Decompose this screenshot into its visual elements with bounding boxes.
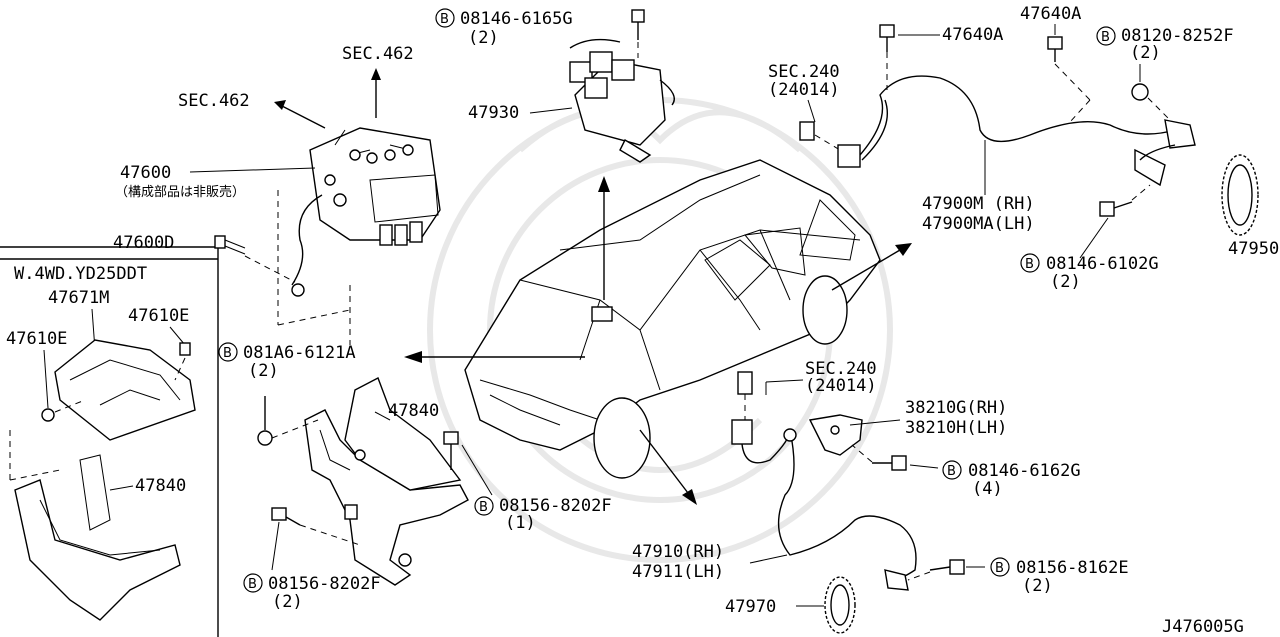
drawing-number: J476005G xyxy=(1162,617,1244,637)
label-38210H: 38210H(LH) xyxy=(905,418,1007,438)
label-08146-6102G: 08146-6102G xyxy=(1046,254,1159,274)
bolt-symbol-text: B xyxy=(1025,257,1034,272)
label-47900MA: 47900MA(LH) xyxy=(922,214,1035,234)
part-47840-inset-bracket xyxy=(14,454,181,621)
label-08120-8252F: 08120-8252F xyxy=(1121,26,1234,46)
label-081A6-6121A: 081A6-6121A xyxy=(243,343,356,363)
label-sec240-top: SEC.240 xyxy=(768,62,840,82)
vehicle-outline xyxy=(464,159,881,479)
label-sec462-left: SEC.462 xyxy=(178,91,250,111)
part-47910-sensor-head xyxy=(884,569,909,591)
bolt-symbol-text: B xyxy=(947,464,956,479)
bolt-symbol-text: B xyxy=(223,346,232,361)
bolt-symbol-text: B xyxy=(1101,30,1110,45)
bolt-47640A-right xyxy=(1047,36,1063,62)
bolt-symbol xyxy=(435,8,455,28)
label-08146-6102G-qty: (2) xyxy=(1050,272,1081,292)
label-08156-8202F-low: 08156-8202F xyxy=(268,574,381,594)
label-47610E-left: 47610E xyxy=(6,329,67,349)
label-47600D: 47600D xyxy=(113,233,174,253)
label-47671M: 47671M xyxy=(48,288,109,308)
bolt-47610E-right xyxy=(174,342,191,381)
label-38210G: 38210G(RH) xyxy=(905,398,1007,418)
bolt-08146-6102G xyxy=(1099,201,1133,217)
label-47600-note: （構成部品は非販売） xyxy=(115,184,245,200)
part-47950-sensor-rotor xyxy=(1221,154,1259,236)
label-47911: 47911(LH) xyxy=(632,562,724,582)
relay-group: B 08146-6165G (2) 47930 xyxy=(435,8,675,163)
label-08120-8252F-qty: (2) xyxy=(1130,43,1161,63)
connector-47910 xyxy=(731,419,753,445)
bolt-47640A-left xyxy=(879,24,895,52)
label-47640A-left: 47640A xyxy=(942,25,1003,45)
bolt-symbol xyxy=(218,342,238,362)
label-08156-8202F-mid: 08156-8202F xyxy=(499,496,612,516)
bolt-symbol xyxy=(942,460,962,480)
label-47600: 47600 xyxy=(120,163,171,183)
label-08156-8162E: 08156-8162E xyxy=(1016,558,1129,578)
label-08156-8202F-low-qty: (2) xyxy=(272,592,303,612)
bolt-08156-8162E xyxy=(929,559,965,575)
label-47610E-right: 47610E xyxy=(128,306,189,326)
bolt-symbol-text: B xyxy=(440,12,449,27)
part-47900M-sensor-head xyxy=(1134,119,1196,187)
label-sec240-low: SEC.240 xyxy=(805,359,877,379)
bolt-symbol-text: B xyxy=(479,500,488,515)
part-abs-harness xyxy=(291,194,323,297)
label-47910: 47910(RH) xyxy=(632,542,724,562)
part-47840-bracket xyxy=(304,377,469,586)
bolt-08120-8252F xyxy=(1131,83,1149,101)
abs-actuator-group: SEC.462 SEC.462 47600 （構成部品は非販売） 47600D xyxy=(113,44,441,345)
bolt-symbol xyxy=(243,573,263,593)
inset-panel: W.4WD.YD25DDT 47671M 47610E 47610E 4 xyxy=(0,246,219,637)
label-08146-6162G: 08146-6162G xyxy=(968,461,1081,481)
label-47950: 47950 xyxy=(1228,239,1279,259)
label-08156-8202F-mid-qty: (1) xyxy=(505,513,536,533)
label-081A6-6121A-qty: (2) xyxy=(248,361,279,381)
label-08146-6165G-qty: (2) xyxy=(468,28,499,48)
label-sec240-low-sub: (24014) xyxy=(805,376,877,396)
label-08156-8162E-qty: (2) xyxy=(1022,576,1053,596)
label-47840-main: 47840 xyxy=(388,401,439,421)
bolt-symbol xyxy=(990,557,1010,577)
part-38210-bracket xyxy=(808,414,863,456)
bolt-08146-6165G xyxy=(631,9,645,40)
bolt-08156-8202F-mid xyxy=(443,431,459,470)
label-sec462-top: SEC.462 xyxy=(342,44,414,64)
rear-sensor-group: SEC.240 (24014) 47640A 47640A B 08120-82… xyxy=(768,4,1279,292)
connector-sec240-low xyxy=(737,371,753,395)
part-47671M-cover xyxy=(54,339,196,441)
part-47970-sensor-rotor xyxy=(824,576,856,634)
label-47970: 47970 xyxy=(725,597,776,617)
bolt-symbol xyxy=(1096,26,1116,46)
label-47900M: 47900M (RH) xyxy=(922,194,1035,214)
bolt-08146-6162G xyxy=(872,455,907,471)
bolt-47600D xyxy=(214,235,246,255)
label-08146-6165G: 08146-6165G xyxy=(460,9,573,29)
bolt-08156-8202F-low xyxy=(271,507,301,526)
connector-sec240-top xyxy=(799,121,815,141)
bolt-symbol-text: B xyxy=(248,577,257,592)
label-47640A-right: 47640A xyxy=(1020,4,1081,24)
bolt-symbol xyxy=(1020,253,1040,273)
label-sec240-top-sub: (24014) xyxy=(768,80,840,100)
inset-title: W.4WD.YD25DDT xyxy=(14,264,147,284)
bolt-081A6-6121A xyxy=(257,396,273,446)
label-47930: 47930 xyxy=(468,103,519,123)
bolt-symbol-text: B xyxy=(995,561,1004,576)
label-08146-6162G-qty: (4) xyxy=(972,479,1003,499)
part-47600-abs-actuator xyxy=(309,127,441,246)
connector-47900M xyxy=(837,144,861,168)
label-47840-inset: 47840 xyxy=(135,476,186,496)
part-47930-relay-bracket xyxy=(569,38,675,163)
reference-arrows xyxy=(404,176,912,505)
bolt-symbol xyxy=(474,496,494,516)
bolt-47610E-left xyxy=(41,399,86,422)
front-sensor-group: SEC.240 (24014) 38210G(RH) 38210H(LH) B … xyxy=(632,359,1129,634)
